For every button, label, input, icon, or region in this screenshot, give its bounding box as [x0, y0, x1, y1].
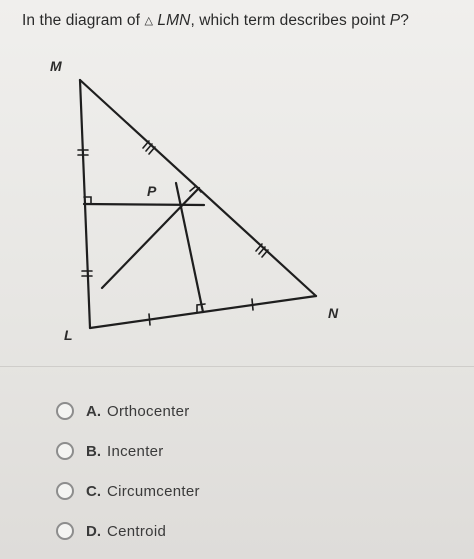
right-angle-ml	[83, 196, 92, 205]
option-b[interactable]: B. Incenter	[56, 438, 436, 464]
right-angle-ln	[196, 303, 206, 313]
tick-mn-upper-2	[145, 143, 153, 152]
option-text: Orthocenter	[107, 402, 190, 420]
label-n: N	[328, 305, 339, 321]
label-m: M	[50, 58, 62, 74]
divider	[0, 366, 474, 367]
radio-icon[interactable]	[56, 442, 74, 460]
bisector-ml	[82, 202, 206, 207]
triangle-icon: △	[144, 15, 153, 27]
triangle-name: LMN	[157, 12, 191, 29]
tick-mn-lower-3	[261, 249, 269, 258]
option-c[interactable]: C. Circumcenter	[56, 478, 436, 504]
option-a[interactable]: A. Orthocenter	[56, 398, 436, 424]
radio-icon[interactable]	[56, 482, 74, 500]
option-text: Incenter	[107, 442, 164, 460]
option-letter: A.	[86, 402, 101, 420]
answer-options: A. Orthocenter B. Incenter C. Circumcent…	[56, 398, 436, 558]
radio-icon[interactable]	[56, 522, 74, 540]
triangle-diagram: M L N P	[50, 58, 339, 343]
label-p: P	[147, 183, 157, 199]
tick-mn-lower-2	[258, 246, 266, 255]
right-angle-mn	[189, 184, 202, 193]
radio-icon[interactable]	[56, 402, 74, 420]
bisector-ln	[174, 181, 205, 314]
label-l: L	[64, 327, 73, 343]
tick-ln-left	[148, 313, 151, 326]
option-d[interactable]: D. Centroid	[56, 518, 436, 544]
option-letter: B.	[86, 442, 101, 460]
option-letter: D.	[86, 522, 101, 540]
question-suffix: ?	[400, 12, 409, 29]
question-text: In the diagram of △ LMN, which term desc…	[22, 12, 409, 30]
option-letter: C.	[86, 482, 101, 500]
option-text: Circumcenter	[107, 482, 200, 500]
tick-mn-upper-3	[148, 146, 156, 155]
tick-ln-right	[251, 298, 254, 311]
question-middle: , which term describes point	[190, 12, 390, 29]
tick-mn-lower-1	[255, 243, 263, 252]
question-point: P	[389, 12, 401, 29]
question-prefix: In the diagram of	[22, 12, 145, 29]
option-text: Centroid	[107, 522, 167, 540]
tick-mn-upper-1	[142, 140, 150, 149]
bisector-mn	[100, 186, 201, 290]
